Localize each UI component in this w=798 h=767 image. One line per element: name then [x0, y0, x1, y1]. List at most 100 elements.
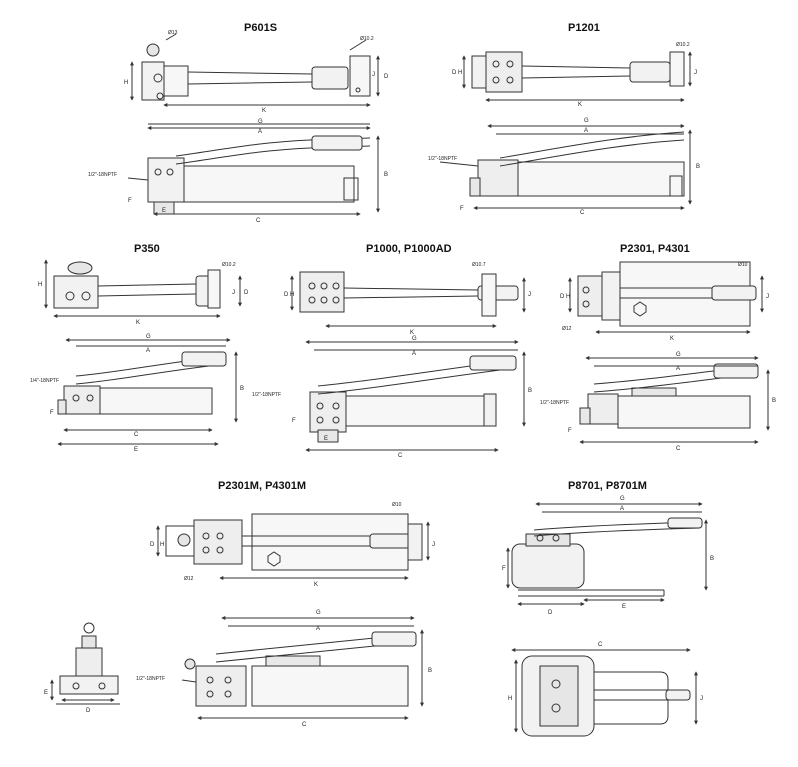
p601s-side-view [127, 123, 380, 216]
dim-b-p2301: B [772, 398, 776, 404]
dim-h-p350: H [38, 282, 42, 288]
hole-p1000: Ø10.7 [472, 262, 486, 268]
dim-k-p2301: K [670, 336, 674, 342]
p2301m-top-view [156, 513, 430, 580]
p1000-top-view [290, 271, 526, 328]
dim-a-p601s: A [258, 129, 262, 135]
p8701-side-view [506, 502, 708, 606]
p2301-side-view [579, 356, 770, 444]
dim-c-p2301: C [676, 446, 681, 452]
dim-f-p1000: F [292, 418, 296, 424]
dim-g-p2301: G [676, 352, 681, 358]
dim-b-p8701: B [710, 556, 714, 562]
dim-k-p1201: K [578, 102, 582, 108]
p2301-top-view [568, 261, 764, 334]
dim-j-p350: J [232, 290, 235, 296]
dim-a-p2301: A [676, 366, 680, 372]
p1201-top-view [462, 51, 692, 102]
hole-p2301-bottom: Ø12 [562, 326, 572, 332]
dim-h-p2301: H [566, 294, 570, 300]
dim-f-p350: F [50, 410, 54, 416]
hole-p2301m-bottom: Ø12 [184, 576, 194, 582]
title-p1000: P1000, P1000AD [366, 243, 452, 255]
dim-g-p1201: G [584, 118, 589, 124]
dim-b-p1000: B [528, 388, 532, 394]
dim-g-p2301m: G [316, 610, 321, 616]
dim-c-p2301m: C [302, 722, 307, 728]
p350-top-view [44, 259, 242, 318]
dim-a-p350: A [146, 348, 150, 354]
dim-a-p1201: A [584, 128, 588, 134]
dim-a-p8701: A [620, 506, 624, 512]
title-p350: P350 [134, 243, 160, 255]
dim-f-p8701: F [502, 566, 506, 572]
dim-e-p8701: E [622, 604, 626, 610]
port-p2301: 1/2"-18NPTF [540, 400, 569, 406]
port-p1000: 1/2"-18NPTF [252, 392, 281, 398]
hole-p1201-right: Ø10.2 [676, 42, 690, 48]
dim-h-p2301m: H [160, 542, 164, 548]
dim-h-p601s: H [124, 80, 128, 86]
dim-e-p350: E [134, 447, 138, 453]
dim-k-p1000: K [410, 330, 414, 336]
p2301m-front-view [50, 622, 120, 705]
dim-j-p1000: J [528, 292, 531, 298]
dim-d-p2301m-front: D [86, 708, 91, 714]
dim-c-p601s: C [256, 218, 261, 224]
dim-b-p350: B [240, 386, 244, 392]
dim-f-p2301: F [568, 428, 572, 434]
p1000-side-view [305, 340, 526, 452]
title-p1201: P1201 [568, 22, 600, 34]
dim-j-p601s: J [372, 72, 375, 78]
dim-j-p2301: J [766, 294, 769, 300]
hole-p601s-top: Ø13 [168, 30, 178, 36]
p8701-top-view [511, 648, 698, 737]
dim-k-p2301m: K [314, 582, 318, 588]
p2301m-side-view [181, 616, 424, 720]
hole-p601s-right: Ø10.2 [360, 36, 374, 42]
port-p1201: 1/2"-18NPTF [428, 156, 457, 162]
dim-j-p2301m: J [432, 542, 435, 548]
dim-d-p8701: D [548, 610, 553, 616]
port-p601s: 1/2"-18NPTF [88, 172, 117, 178]
dim-c-p1000: C [398, 453, 403, 459]
title-p2301m: P2301M, P4301M [218, 480, 307, 492]
dim-d-p350: D [244, 290, 249, 296]
dim-e-p1000: E [324, 436, 328, 442]
hole-p2301m: Ø10 [392, 502, 402, 508]
hole-p2301: Ø10 [738, 262, 748, 268]
dim-g-p350: G [146, 334, 151, 340]
dim-g-p1000: G [412, 336, 417, 342]
dim-k-p601s: K [262, 108, 266, 114]
port-p2301m: 1/2"-18NPTF [136, 676, 165, 682]
dim-d-p1000: D [284, 292, 289, 298]
dimension-labels: K H D J G A C B F E 1/2"-18NPTF Ø13 Ø10.… [30, 30, 776, 728]
title-p2301: P2301, P4301 [620, 243, 690, 255]
dim-f-p1201: F [460, 206, 464, 212]
dim-d-p2301: D [560, 294, 565, 300]
dim-f-p601s: F [128, 198, 132, 204]
dim-j-p8701: J [700, 696, 703, 702]
dim-g-p8701: G [620, 496, 625, 502]
dim-c-p1201: C [580, 210, 585, 216]
dim-b-p1201: B [696, 164, 700, 170]
dim-b-p2301m: B [428, 668, 432, 674]
p601s-top-view [130, 33, 380, 107]
p1201-side-view [439, 124, 692, 210]
dim-e-p2301m: E [44, 690, 48, 696]
p350-side-view [57, 338, 238, 446]
dim-d-p2301m: D [150, 542, 155, 548]
dim-d-p1201: D [452, 70, 457, 76]
dim-j-p1201: J [694, 70, 697, 76]
hole-p350: Ø10.2 [222, 262, 236, 268]
dim-k-p350: K [136, 320, 140, 326]
dim-g-p601s: G [258, 119, 263, 125]
dim-a-p1000: A [412, 351, 416, 357]
dim-e-p601s: E [162, 208, 166, 214]
dim-c-p350: C [134, 432, 139, 438]
dim-h-p1201: H [458, 70, 462, 76]
dim-b-p601s: B [384, 172, 388, 178]
dim-c-p8701: C [598, 642, 603, 648]
